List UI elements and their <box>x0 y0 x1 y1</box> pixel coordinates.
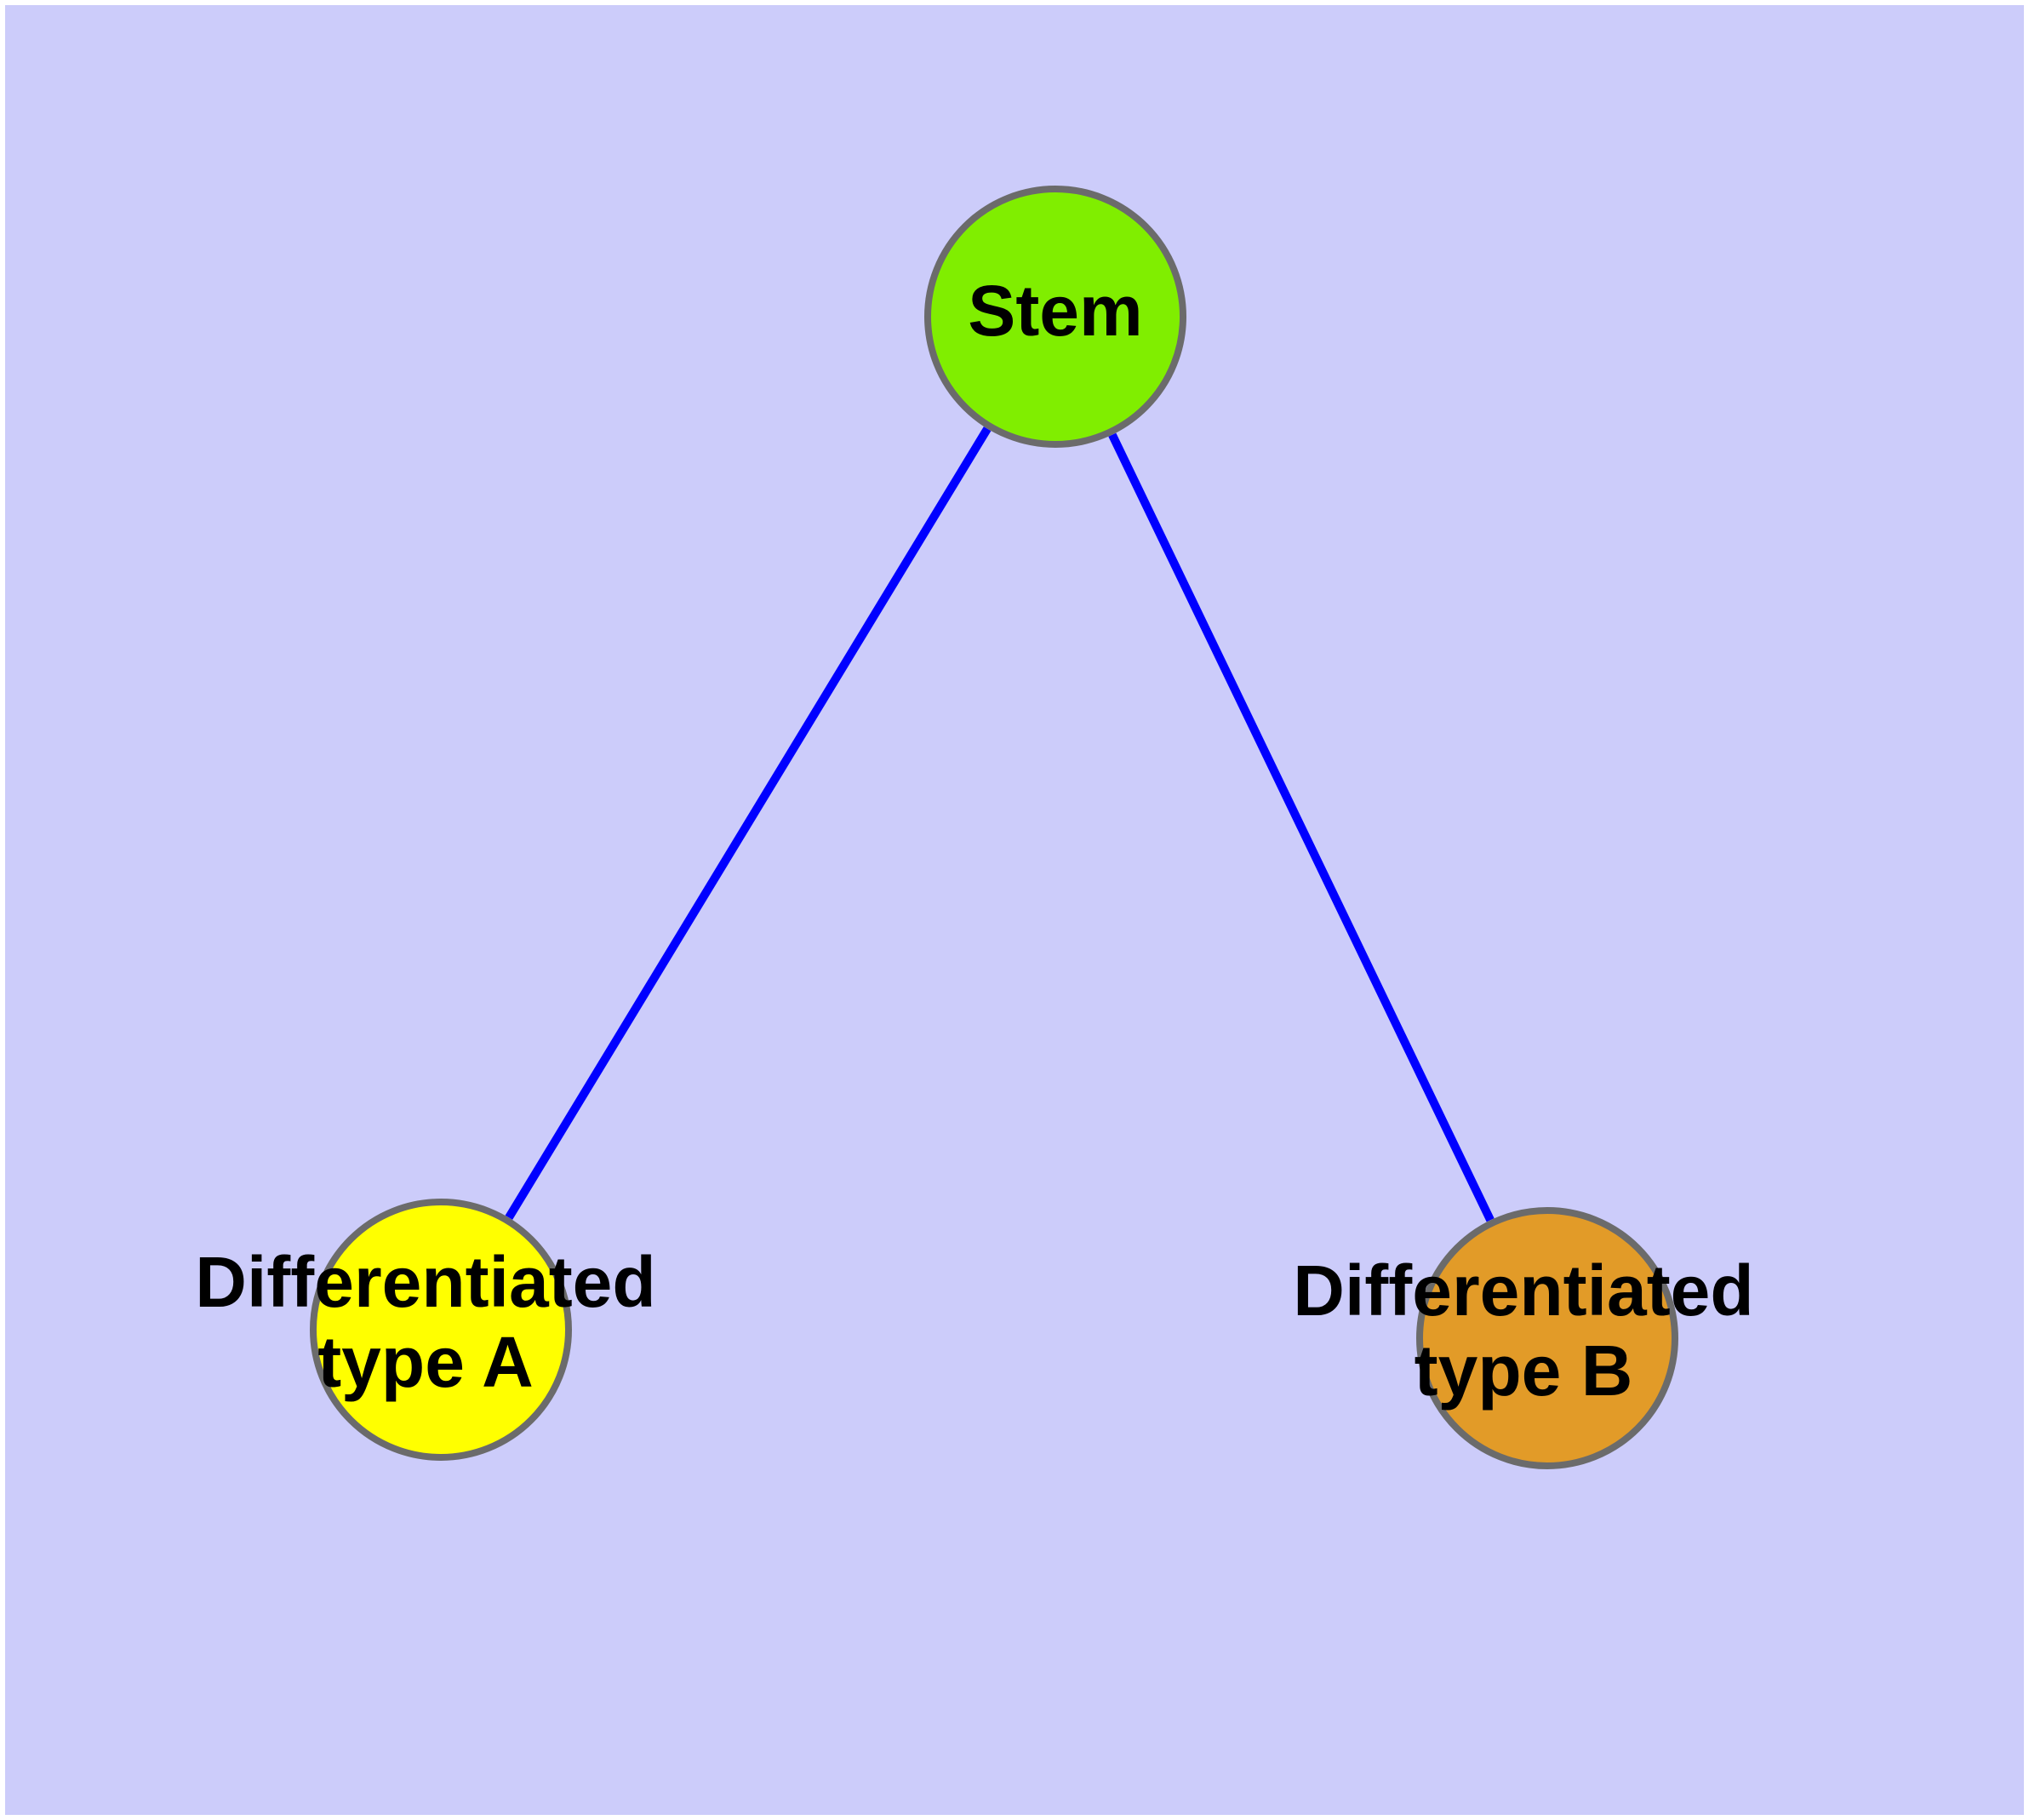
node-label-line: Differentiated <box>1293 1251 1753 1331</box>
node-circle-stem[interactable] <box>924 186 1186 448</box>
edge-stem-to-diff-b <box>1108 432 1495 1222</box>
node-label-stem: Stem <box>968 271 1142 351</box>
node-label-line: type B <box>1415 1331 1633 1411</box>
edges-layer <box>505 426 1495 1222</box>
node-circle-diff-b[interactable] <box>1416 1207 1678 1469</box>
node-circle-diff-a[interactable] <box>310 1199 572 1461</box>
node-label-line: Differentiated <box>195 1242 655 1322</box>
nodes-layer <box>310 186 1678 1469</box>
node-label-line: Stem <box>968 271 1142 351</box>
node-label-line: type A <box>317 1322 534 1402</box>
edge-stem-to-diff-a <box>505 426 992 1220</box>
